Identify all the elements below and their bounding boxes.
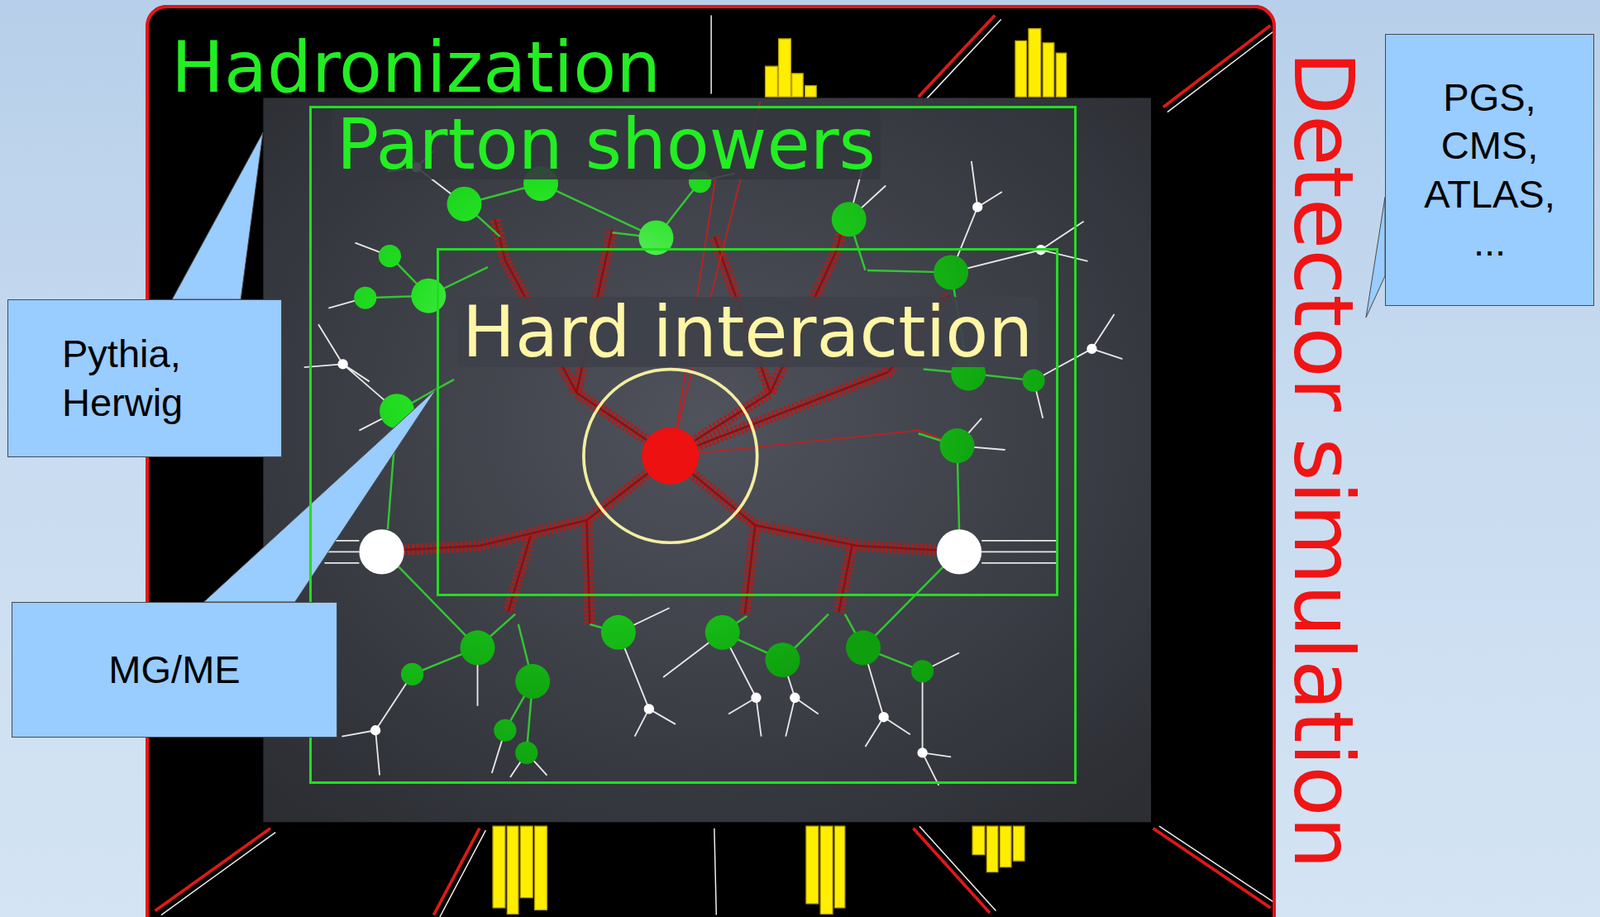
hadronization-region: HadronizationParton showersHard interact…: [262, 97, 1152, 823]
parton-shower-box: Parton showersHard interaction: [309, 105, 1077, 784]
callout-pointer: [171, 132, 263, 300]
detector-track: [161, 15, 1275, 917]
callout-text: MG/ME: [108, 645, 240, 694]
detector-region: Detector simulation HadronizationParton s…: [145, 4, 1366, 917]
beam-proton: [936, 529, 982, 574]
event-photo: [262, 97, 1152, 822]
hard-interaction-box: Hard interaction: [436, 248, 1059, 597]
callout-text: PGS, CMS, ATLAS, ...: [1411, 73, 1569, 267]
callout-box: MG/ME: [11, 601, 338, 738]
hadron-blob: [353, 170, 1045, 765]
region-title: Hard interaction: [457, 296, 1038, 368]
callout-box: Pythia, Herwig: [7, 299, 282, 458]
callout-box: PGS, CMS, ATLAS, ...: [1385, 33, 1595, 306]
particle-track: [304, 143, 1123, 786]
beam-proton: [358, 529, 404, 574]
gluon-line: [387, 219, 950, 625]
detector-track: [155, 15, 1271, 916]
hadron-blob: [379, 166, 986, 699]
callout-pointer: [1365, 196, 1386, 318]
callout-text: Pythia, Herwig: [62, 329, 228, 427]
region-title: Hadronization: [171, 32, 661, 103]
hard-vertex-ring: [583, 369, 758, 544]
detector-ground: [145, 4, 1276, 917]
region-title: Parton showers: [331, 109, 881, 180]
hard-vertex: [641, 427, 699, 485]
hadron-line: [365, 181, 1034, 754]
gluon-line: [387, 219, 950, 625]
region-title: Detector simulation: [1281, 51, 1365, 870]
final-particle: [337, 162, 1097, 758]
